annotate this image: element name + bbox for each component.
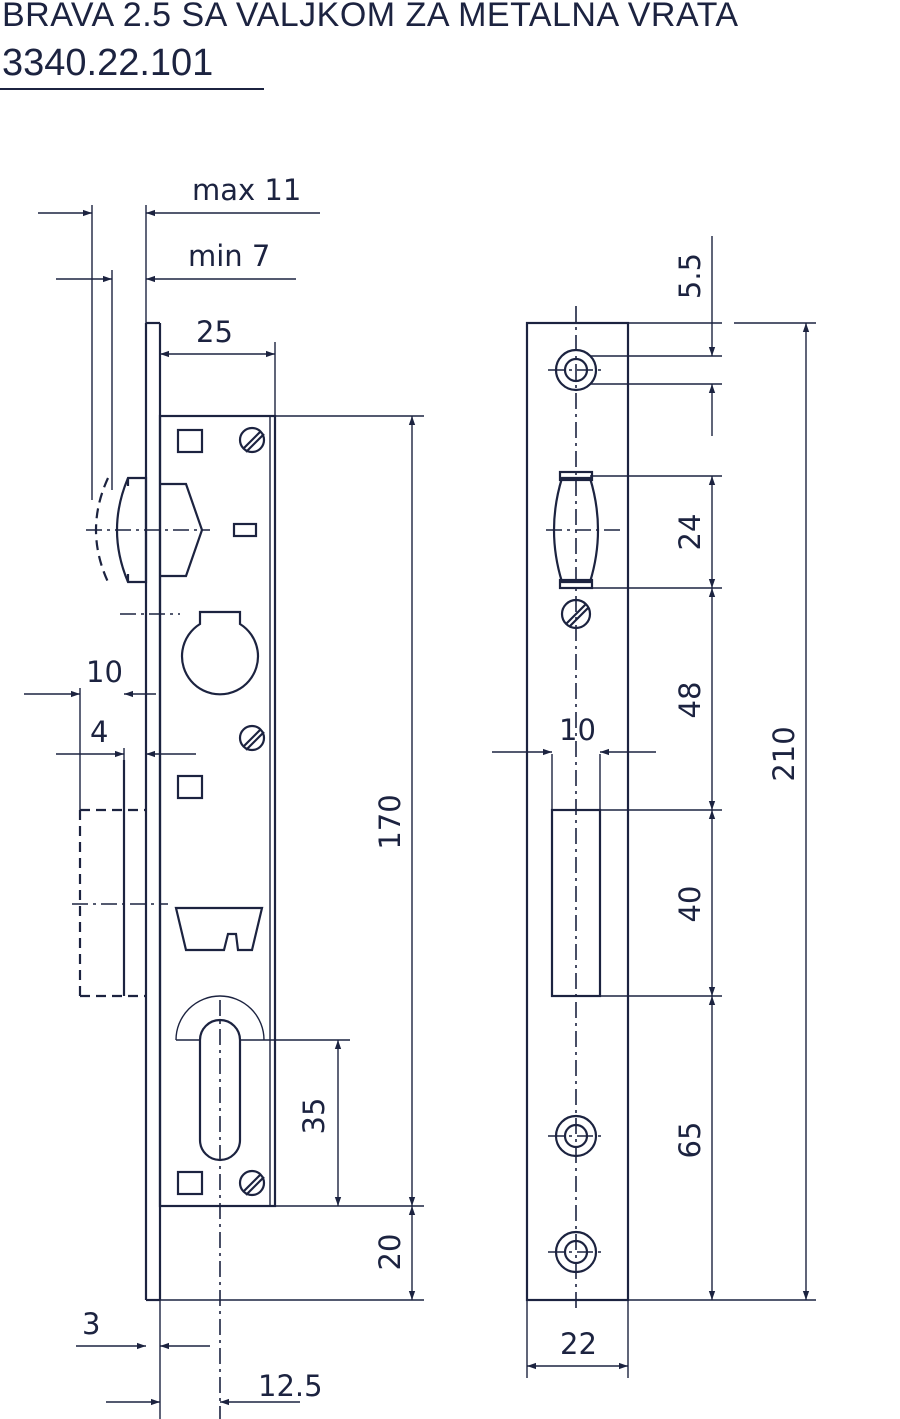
dim-24: 24	[673, 514, 707, 551]
dim-35: 35	[297, 1098, 331, 1135]
dim-20: 20	[373, 1234, 407, 1271]
dim-4: 4	[90, 715, 108, 749]
dim-max11: max 11	[192, 173, 301, 207]
dim-65: 65	[673, 1122, 707, 1159]
front-plate-view	[492, 236, 816, 1378]
screw-icon	[238, 724, 266, 752]
dim-5-5: 5.5	[673, 253, 707, 299]
dim-10-right: 10	[559, 713, 596, 747]
screw-icon	[238, 426, 266, 454]
dim-12-5: 12.5	[258, 1369, 323, 1403]
screw-icon	[560, 598, 592, 630]
dim-170: 170	[373, 794, 407, 849]
dim-3: 3	[82, 1307, 100, 1341]
code-underline	[0, 88, 264, 90]
dim-40: 40	[673, 886, 707, 923]
dim-48: 48	[673, 682, 707, 719]
drawing-title: BRAVA 2.5 SA VALJKOM ZA METALNA VRATA	[2, 0, 739, 34]
lock-side-view	[24, 205, 424, 1419]
product-code: 3340.22.101	[2, 42, 214, 84]
dim-210: 210	[767, 726, 801, 781]
screw-icon	[238, 1169, 266, 1197]
dim-min7: min 7	[188, 239, 270, 273]
dim-10-left: 10	[86, 655, 123, 689]
dim-25: 25	[196, 315, 233, 349]
dim-22: 22	[560, 1327, 597, 1361]
